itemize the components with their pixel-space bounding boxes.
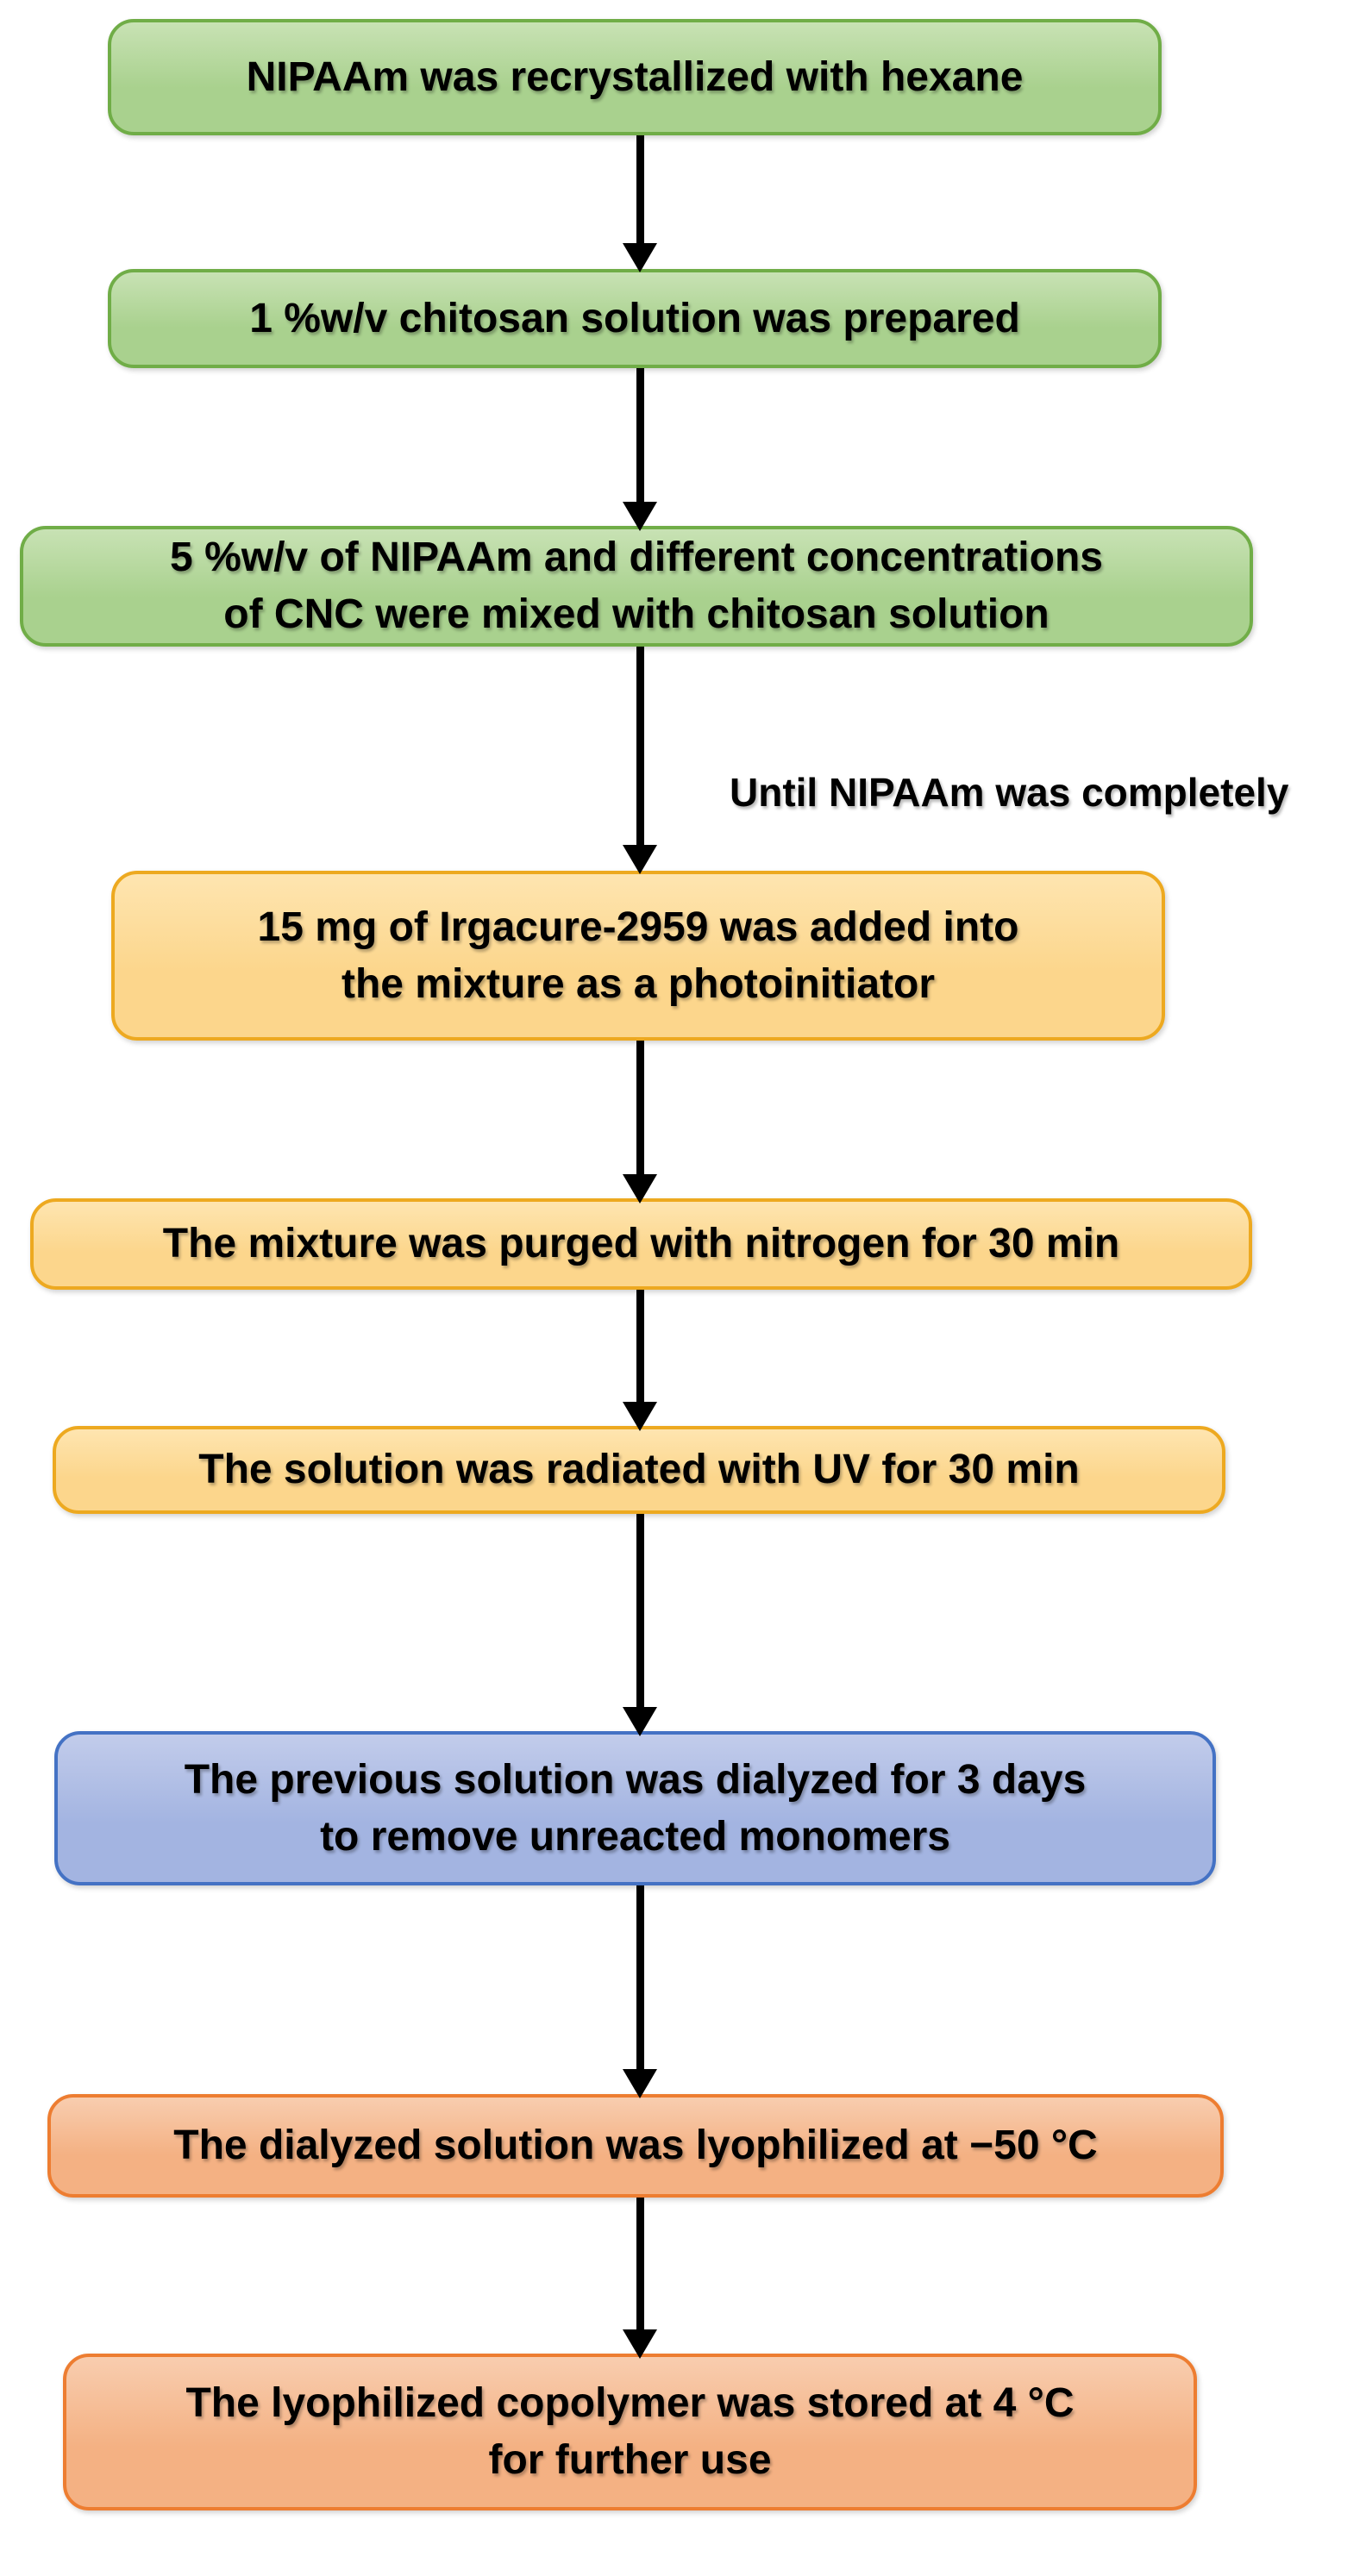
flow-step-4-text: 15 mg of Irgacure-2959 was added into xyxy=(257,903,1019,950)
flow-step-3-text: 5 %w/v of NIPAAm and different concentra… xyxy=(170,535,1103,580)
flow-step-7: The previous solution was dialyzed for 3… xyxy=(54,1731,1216,1885)
arrow-shaft xyxy=(636,1290,644,1402)
flow-arrow-3 xyxy=(623,647,657,874)
flow-step-2: 1 %w/v chitosan solution was prepared xyxy=(108,269,1162,368)
flow-step-1: NIPAAm was recrystallized with hexane xyxy=(108,19,1162,135)
flow-step-2-text: 1 %w/v chitosan solution was prepared xyxy=(249,295,1020,341)
flow-arrow-8 xyxy=(623,2198,657,2359)
flow-step-4-text2: the mixture as a photoinitiator xyxy=(341,960,936,1007)
flow-arrow-6 xyxy=(623,1514,657,1736)
flow-arrow-5 xyxy=(623,1290,657,1431)
flow-arrow-2 xyxy=(623,368,657,531)
arrow-down-icon xyxy=(623,2329,657,2359)
flow-step-7-text2: to remove unreacted monomers xyxy=(320,1813,950,1860)
arrow-shaft xyxy=(636,135,644,243)
flow-step-5-text: The mixture was purged with nitrogen for… xyxy=(162,1221,1120,1266)
flow-step-1-text: NIPAAm was recrystallized with hexane xyxy=(246,53,1024,100)
arrow-down-icon xyxy=(623,1174,657,1204)
arrow-shaft xyxy=(636,1514,644,1707)
flow-step-3: 5 %w/v of NIPAAm and different concentra… xyxy=(20,526,1253,647)
flow-step-6-text: The solution was radiated with UV for 30… xyxy=(198,1447,1080,1492)
flow-step-9: The lyophilized copolymer was stored at … xyxy=(63,2354,1197,2510)
arrow-down-icon xyxy=(623,1707,657,1736)
flow-step-4: 15 mg of Irgacure-2959 was added into th… xyxy=(111,871,1165,1041)
flow-arrow-4 xyxy=(623,1041,657,1204)
flow-step-8-text: The dialyzed solution was lyophilized at… xyxy=(173,2123,1098,2168)
arrow-shaft xyxy=(636,2198,644,2329)
flow-step-5: The mixture was purged with nitrogen for… xyxy=(30,1198,1252,1290)
arrow-down-icon xyxy=(623,845,657,874)
flow-step-6: The solution was radiated with UV for 30… xyxy=(53,1426,1225,1514)
arrow-down-icon xyxy=(623,2069,657,2098)
arrow-shaft xyxy=(636,647,644,845)
arrow-down-icon xyxy=(623,243,657,272)
arrow-down-icon xyxy=(623,1402,657,1431)
flow-step-9-text2: for further use xyxy=(488,2437,772,2483)
flow-step-7-text: The previous solution was dialyzed for 3… xyxy=(184,1756,1087,1803)
arrow-shaft xyxy=(636,368,644,502)
flow-arrow-1 xyxy=(623,135,657,272)
arrow-annotation: Until NIPAAm was completely xyxy=(730,770,1289,815)
flow-step-9-text: The lyophilized copolymer was stored at … xyxy=(185,2380,1075,2426)
arrow-shaft xyxy=(636,1885,644,2069)
flow-arrow-7 xyxy=(623,1885,657,2098)
flow-step-3-text2: of CNC were mixed with chitosan solution xyxy=(223,591,1050,637)
arrow-shaft xyxy=(636,1041,644,1174)
arrow-down-icon xyxy=(623,502,657,531)
flow-step-8: The dialyzed solution was lyophilized at… xyxy=(47,2094,1224,2198)
